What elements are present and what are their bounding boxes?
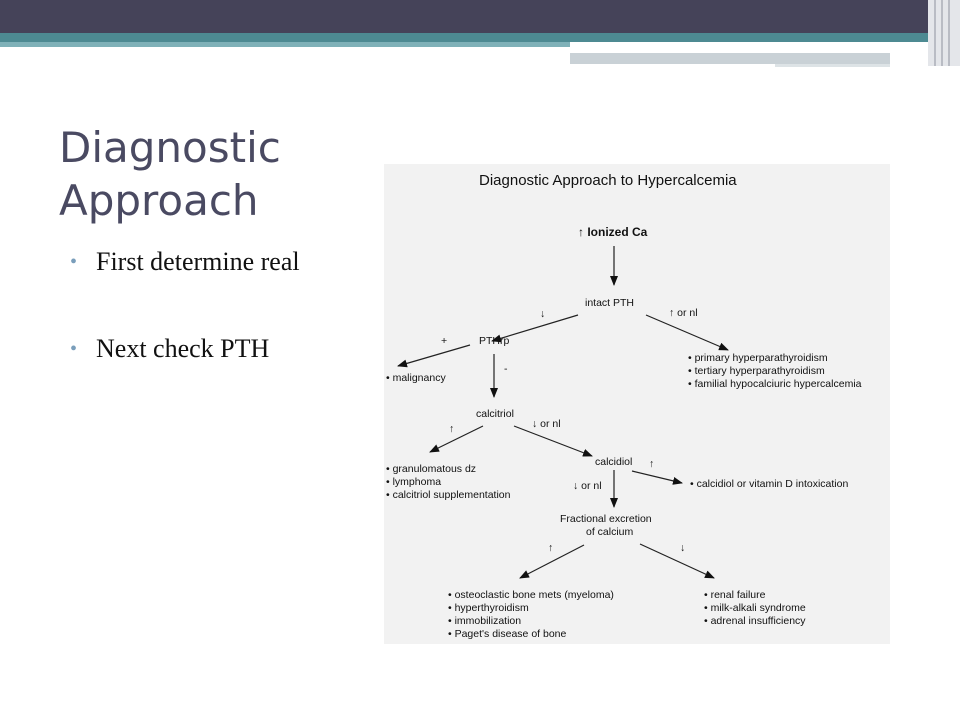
header-divider-line (570, 50, 890, 53)
edge-label-pthrp-neg: - (504, 363, 508, 375)
header-stripe (934, 0, 936, 66)
header-accent-bar-light (0, 42, 570, 47)
edge-label-fe-low: ↓ (680, 542, 685, 554)
edge-label-calcidiol-high: ↑ (649, 458, 654, 470)
arrow-fe-to-renal (639, 543, 715, 579)
hypercalcemia-flowchart: Diagnostic Approach to Hypercalcemia ↑ I… (384, 164, 890, 644)
node-fe-low-item: • renal failure (704, 589, 766, 601)
node-calcitriol: calcitriol (476, 408, 514, 420)
node-fractional-excretion: Fractional excretion (560, 513, 652, 525)
arrow-pth-to-pthrp (491, 314, 579, 343)
node-calcitriol-high-item: • lymphoma (386, 476, 441, 488)
header-banner (0, 0, 960, 33)
node-pth-high-item: • tertiary hyperparathyroidism (688, 365, 825, 377)
node-pth-high-item: • primary hyperparathyroidism (688, 352, 828, 364)
slide-title-line: Approach (59, 176, 259, 225)
node-fractional-excretion: of calcium (586, 526, 634, 538)
slide-title: Diagnostic Approach (59, 121, 379, 227)
node-malignancy: • malignancy (386, 372, 446, 384)
arrow-calcitriol-to-calcidiol (513, 425, 593, 457)
node-intact-pth: intact PTH (585, 297, 634, 309)
bullet-list: • First determine real • Next check PTH (70, 240, 300, 414)
node-calcitriol-high-item: • calcitriol supplementation (386, 489, 511, 501)
edge-label-pth-high: ↑ or nl (669, 307, 698, 319)
node-calcidiol-high: • calcidiol or vitamin D intoxication (690, 478, 848, 490)
node-ionized-ca: ↑ Ionized Ca (578, 225, 648, 239)
header-accent-bar (0, 33, 960, 42)
bullet-text: Next check PTH (96, 334, 270, 363)
node-fe-high-item: • Paget's disease of bone (448, 628, 567, 640)
edge-label-pth-low: ↓ (540, 308, 545, 320)
node-fe-low-item: • milk-alkali syndrome (704, 602, 806, 614)
flowchart-canvas: Diagnostic Approach to Hypercalcemia ↑ I… (386, 172, 862, 640)
bullet-item: • First determine real (70, 240, 300, 284)
header-grey-bar (570, 53, 890, 64)
node-pth-high-item: • familial hypocalciuric hypercalcemia (688, 378, 862, 390)
header-stripe (948, 0, 950, 66)
arrow-calcitriol-to-granulomatous (429, 425, 484, 453)
header-corner-block (928, 0, 960, 66)
node-fe-low-item: • adrenal insufficiency (704, 615, 806, 627)
bullet-dot-icon: • (70, 251, 78, 273)
arrow-calcidiol-to-intoxication (631, 470, 683, 485)
bullet-item: • Next check PTH (70, 327, 300, 371)
bullet-dot-icon: • (70, 338, 78, 360)
edge-label-calcidiol-low: ↓ or nl (573, 480, 602, 492)
node-fe-high-item: • osteoclastic bone mets (myeloma) (448, 589, 614, 601)
header-stripe (941, 0, 943, 66)
bullet-text: First determine real (96, 247, 300, 276)
node-calcidiol: calcidiol (595, 456, 632, 468)
node-calcitriol-high-item: • granulomatous dz (386, 463, 476, 475)
edge-label-pthrp-pos: + (441, 335, 447, 347)
header-grey-bar-small (775, 64, 890, 67)
edge-label-calcitriol-high: ↑ (449, 423, 454, 435)
slide-title-line: Diagnostic (59, 123, 281, 172)
arrow-fe-to-bone (519, 544, 585, 579)
edge-label-fe-high: ↑ (548, 542, 553, 554)
node-pthrp: PTHrp (479, 335, 509, 347)
flowchart-title: Diagnostic Approach to Hypercalcemia (479, 172, 737, 189)
node-fe-high-item: • hyperthyroidism (448, 602, 529, 614)
arrow-pthrp-to-malignancy (397, 344, 471, 368)
node-fe-high-item: • immobilization (448, 615, 521, 627)
edge-label-calcitriol-low: ↓ or nl (532, 418, 561, 430)
arrow-pth-to-primary (645, 314, 729, 351)
